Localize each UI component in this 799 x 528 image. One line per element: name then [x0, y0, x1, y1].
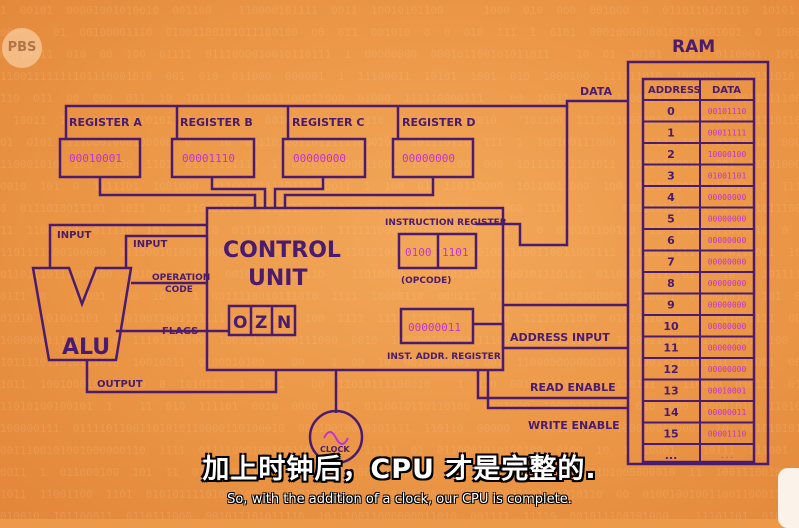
read-enable-label: READ ENABLE	[530, 381, 616, 394]
register-c-label: REGISTER C	[292, 116, 364, 129]
ram-data-cell: 00000000	[708, 215, 747, 224]
ram-table-frame	[641, 77, 756, 464]
alu-input1-label: INPUT	[57, 230, 92, 241]
alu-label: ALU	[62, 335, 110, 360]
ram-data-cell: 00000000	[708, 279, 747, 288]
pbs-logo: PBS	[2, 28, 42, 68]
ram-data-cell: ...	[720, 451, 734, 460]
register-b-value: 00001110	[182, 152, 235, 165]
control-unit-box	[205, 206, 505, 372]
clock-circle	[308, 409, 364, 465]
ram-data-header: DATA	[712, 85, 741, 96]
alu-output-label: OUTPUT	[97, 379, 143, 390]
subtitle-chinese: 加上时钟后，CPU 才是完整的.	[202, 454, 597, 485]
ram-address-cell: 3	[667, 170, 675, 183]
flag-negative: N	[277, 313, 291, 333]
ram-address-cell: 11	[663, 342, 678, 355]
ram-data-cell: 00000000	[708, 301, 747, 310]
flag-overflow: O	[233, 313, 247, 333]
register-d-label: REGISTER D	[402, 116, 475, 129]
ram-address-cell: 14	[663, 406, 679, 419]
ram-address-cell: 15	[663, 428, 678, 441]
ram-data-cell: 00101110	[708, 107, 747, 116]
write-enable-label: WRITE ENABLE	[528, 419, 620, 432]
ram-address-cell: 2	[667, 148, 675, 161]
ram-box	[626, 60, 770, 466]
flag-zero: Z	[255, 313, 267, 333]
register-a-label: REGISTER A	[69, 116, 142, 129]
ram-address-cell: 6	[667, 234, 675, 247]
flags-label: FLAGS	[162, 326, 198, 337]
ram-data-cell: 00000000	[708, 236, 747, 245]
data-bus-label: DATA	[580, 85, 612, 98]
ram-address-cell: 12	[663, 363, 678, 376]
ram-data-cell: 00000011	[708, 408, 747, 417]
ram-address-cell: 5	[667, 213, 675, 226]
ram-address-cell: 13	[663, 385, 678, 398]
opcode-value: 0100	[405, 246, 432, 259]
operand-value: 1101	[442, 246, 469, 259]
clock-label: CLOCK	[320, 445, 350, 454]
ram-address-header: ADDRESS	[648, 85, 701, 96]
register-a-value: 00010001	[69, 152, 122, 165]
control-unit-title-line2: UNIT	[248, 266, 307, 291]
corner-widget[interactable]	[778, 468, 799, 528]
ram-address-cell: 0	[667, 105, 675, 118]
ram-data-cell: 00001110	[708, 430, 747, 439]
operation-code-label-2: CODE	[165, 285, 193, 295]
ram-address-cell: 10	[663, 320, 679, 333]
ram-title: RAM	[672, 37, 715, 57]
register-b-label: REGISTER B	[180, 116, 253, 129]
alu-input2-label: INPUT	[133, 239, 168, 250]
control-unit-title-line1: CONTROL	[223, 238, 341, 263]
operation-code-label-1: OPERATION	[152, 273, 210, 283]
ram-address-cell: ...	[665, 449, 678, 462]
inst-addr-register-label: INST. ADDR. REGISTER	[387, 352, 501, 362]
ram-address-cell: 9	[667, 299, 675, 312]
ram-data-cell: 00000000	[708, 322, 747, 331]
ram-data-cell: 00000000	[708, 365, 747, 374]
address-input-label: ADDRESS INPUT	[510, 331, 610, 344]
register-d-value: 00000000	[402, 152, 455, 165]
inst-addr-value: 00000011	[408, 321, 461, 334]
ram-data-cell: 00000000	[708, 258, 747, 267]
ram-data-cell: 00010001	[708, 387, 747, 396]
ram-data-cell: 00000000	[708, 344, 747, 353]
subtitle-english: So, with the addition of a clock, our CP…	[227, 492, 572, 507]
ram-address-cell: 8	[667, 277, 675, 290]
clock-wave-icon	[323, 431, 349, 445]
ram-address-cell: 1	[667, 127, 675, 140]
ram-data-cell: 10000100	[708, 150, 747, 159]
register-c-value: 00000000	[293, 152, 346, 165]
ram-data-cell: 00000000	[708, 193, 747, 202]
instruction-register-label: INSTRUCTION REGISTER	[385, 218, 507, 228]
ram-address-cell: 7	[667, 256, 675, 269]
ram-address-cell: 4	[667, 191, 675, 204]
alu-shape	[31, 266, 133, 362]
ram-data-cell: 01001101	[708, 172, 747, 181]
opcode-label: (OPCODE)	[401, 276, 451, 286]
ram-data-cell: 00011111	[708, 129, 747, 138]
